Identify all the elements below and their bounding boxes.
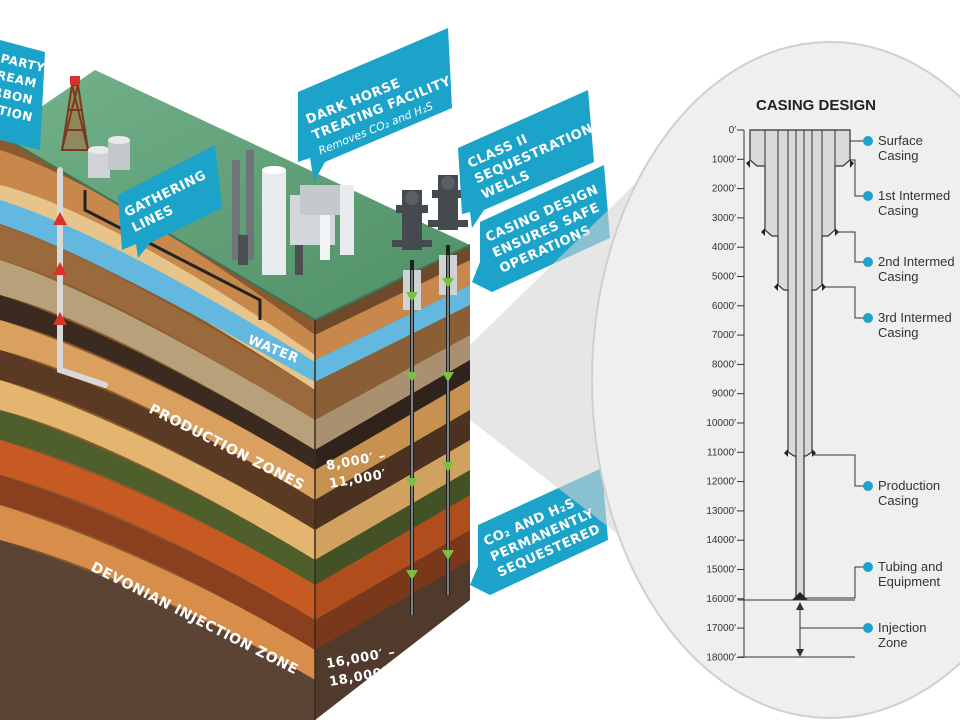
depth-tick-label: 4000′ [712,242,736,253]
casing-label-line-2: Casing [878,493,918,508]
depth-tick-label: 17000′ [706,623,736,634]
side-strata [315,245,470,720]
casing-marker-icon [863,481,873,491]
injection-interval [738,599,855,658]
casing-label-line-1: Surface [878,133,923,148]
storage-tanks-icon [88,136,130,178]
casing-marker-icon [863,257,873,267]
depth-tick-label: 10000′ [706,418,736,429]
depth-tick-label: 9000′ [712,389,736,400]
flow-arrows-down [406,278,454,580]
casing-marker-icon [863,191,873,201]
gathering-pipeline [83,190,262,320]
callout-treating-facility: DARK HORSE TREATING FACILITY Removes CO₂… [298,28,453,182]
casing-label-line-1: Tubing and [878,559,943,574]
depth-tick-label: 18000′ [706,652,736,663]
casing-label-line-2: Casing [878,148,918,163]
casing-marker-icon [863,562,873,572]
casing-label-line-1: 3rd Intermed [878,310,952,325]
depth-tick-label: 8000′ [712,359,736,370]
casing-marker-icon [863,623,873,633]
casing-label-line-2: Casing [878,325,918,340]
leader-line [850,159,866,197]
depth-tick-label: 11000′ [707,447,736,458]
casing-label-line-2: Casing [878,203,918,218]
depth-tick-label: 14000′ [706,535,736,546]
leader-line [804,566,866,599]
casing-label-line-2: Zone [878,635,908,650]
casing-title: CASING DESIGN [756,97,876,114]
zoom-circle [591,41,960,719]
depth-tick-label: 0′ [729,125,737,136]
depth-tick-label: 13000′ [706,506,736,517]
flow-arrows-up [53,212,67,325]
casing-label-line-1: 2nd Intermed [878,254,955,269]
leader-line [812,454,866,487]
depth-tick-label: 5000′ [712,272,736,283]
casing-label-line-2: Equipment [878,574,941,589]
callout-gathering-lines: GATHERING LINES [118,145,222,258]
leader-line [835,231,866,263]
depth-tick-label: 6000′ [712,301,736,312]
casing-marker-icon [863,313,873,323]
depth-tick-label: 15000′ [706,565,736,576]
drilling-derrick-icon [60,76,90,151]
casing-label-line-2: Casing [878,269,918,284]
treating-facility-icon [232,150,354,275]
casing-label-line-1: Injection [878,620,926,635]
casing-label-line-1: Production [878,478,940,493]
depth-axis: 0′ 1000′ 2000′ 3000′ 4000′ 5000′ 6000′ 7000′ 800… [706,125,745,663]
production-wellbore [57,167,108,388]
depth-tick-label: 7000′ [712,330,736,341]
leader-line [822,286,866,319]
callout-class-ii: CLASS II SEQUESTRATION WELLS [458,90,596,228]
callout-third-party: PARTY REAM RBON CTION [0,40,46,150]
injection-wells [392,175,468,615]
casing-marker-icon [863,136,873,146]
depth-tick-label: 3000′ [712,213,736,224]
depth-tick-label: 2000′ [712,184,736,195]
depth-tick-label: 16000′ [706,594,736,605]
depth-tick-label: 1000′ [712,154,736,165]
water-layer [0,200,315,382]
casing-label-line-1: 1st Intermed [878,188,950,203]
casing-design-panel: CASING DESIGN 0′ 1000′ 2000′ 3000′ 4000′ 5000… [706,97,954,663]
depth-tick-label: 12000′ [706,477,736,488]
